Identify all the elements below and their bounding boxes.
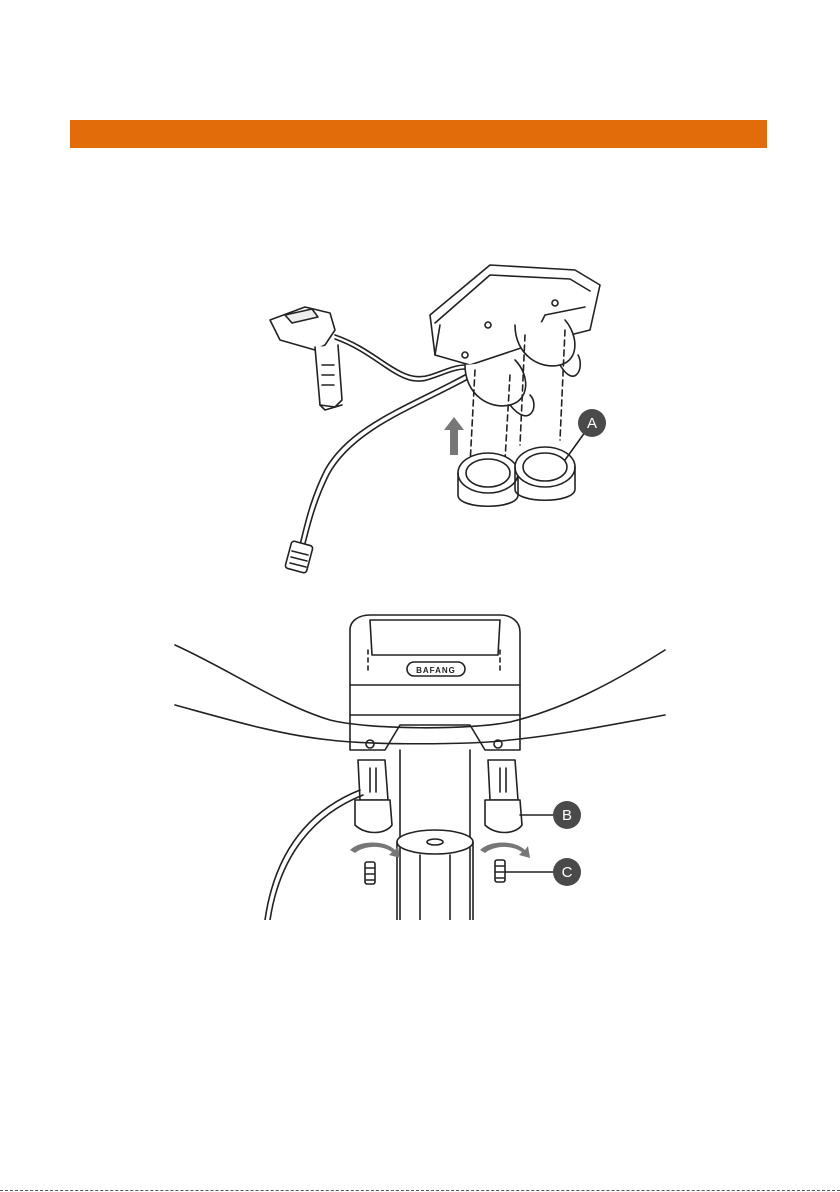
svg-text:BAFANG: BAFANG	[416, 666, 456, 675]
callout-a: A	[578, 409, 606, 437]
display-mount-illustration: A	[230, 255, 620, 585]
callout-b: B	[553, 801, 581, 829]
bafang-logo: BAFANG	[416, 666, 456, 675]
page-bottom-rule	[0, 1190, 840, 1191]
up-arrow-icon	[444, 417, 464, 455]
callout-c: C	[553, 858, 581, 886]
callout-a-label: A	[587, 415, 597, 432]
callout-c-label: C	[562, 864, 573, 881]
handlebar-mount-illustration: BAFANG B C	[170, 610, 670, 920]
rotate-arrow-left-icon	[350, 843, 400, 859]
section-header-bar	[70, 120, 767, 148]
rotate-arrow-right-icon	[480, 843, 530, 859]
callout-b-label: B	[562, 807, 572, 824]
